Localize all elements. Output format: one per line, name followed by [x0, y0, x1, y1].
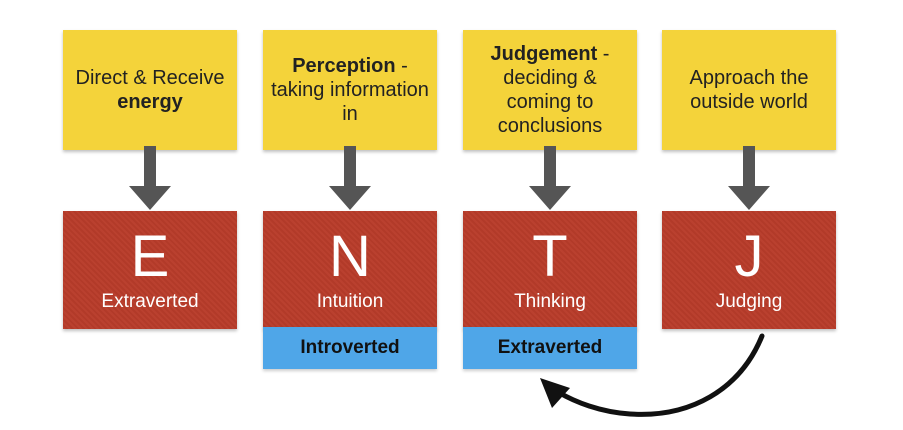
column-e: Direct & Receive energy E Extraverted — [63, 0, 237, 430]
column-j: Approach the outside world J Judging — [662, 0, 836, 430]
type-box-j: J Judging — [662, 211, 836, 329]
down-arrow-icon — [329, 146, 371, 210]
prompt-box-outside-world: Approach the outside world — [662, 30, 836, 150]
type-word: Thinking — [514, 291, 586, 312]
attitude-bar-introverted: Introverted — [263, 327, 437, 369]
type-word: Judging — [715, 291, 783, 312]
type-word: Extraverted — [101, 291, 199, 312]
type-box-e: E Extraverted — [63, 211, 237, 329]
attitude-bar-extraverted: Extraverted — [463, 327, 637, 369]
type-box-t: T Thinking — [463, 211, 637, 329]
prompt-box-perception: Perception - taking information in — [263, 30, 437, 150]
down-arrow-icon — [129, 146, 171, 210]
type-letter: E — [130, 224, 170, 289]
type-letter: J — [734, 224, 764, 289]
type-letter: N — [329, 224, 371, 289]
prompt-bold-text: Judgement — [490, 43, 598, 65]
column-n: Perception - taking information in N Int… — [263, 0, 437, 430]
prompt-box-energy: Direct & Receive energy — [63, 30, 237, 150]
prompt-text: Direct & Receive — [75, 67, 225, 89]
column-t: Judgement - deciding & coming to conclus… — [463, 0, 637, 430]
prompt-text: - deciding & coming to conclusions — [497, 43, 610, 137]
type-letter: T — [532, 224, 568, 289]
prompt-text: Approach the outside world — [689, 67, 809, 113]
prompt-box-judgement: Judgement - deciding & coming to conclus… — [463, 30, 637, 150]
prompt-bold-text: Perception — [292, 55, 396, 77]
prompt-bold-text: energy — [117, 91, 183, 113]
prompt-text: - taking information in — [271, 55, 429, 125]
type-word: Intuition — [316, 291, 384, 312]
down-arrow-icon — [529, 146, 571, 210]
type-box-n: N Intuition — [263, 211, 437, 329]
down-arrow-icon — [728, 146, 770, 210]
